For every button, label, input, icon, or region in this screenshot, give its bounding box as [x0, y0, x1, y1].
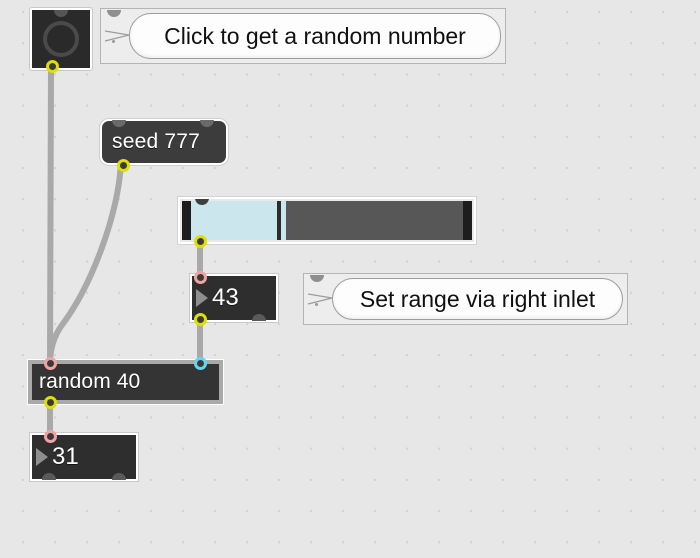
comment-right-anchor-dot: [315, 303, 318, 306]
message-seed-inlet-left[interactable]: [112, 120, 126, 127]
bang-ring-icon: [43, 21, 79, 57]
bang-inlet[interactable]: [54, 10, 68, 17]
comment-set-range-via-right-inlet[interactable]: Set range via right inlet: [303, 273, 628, 325]
number-box-output-left-nub: [42, 473, 56, 480]
slider-outlet[interactable]: [194, 235, 207, 248]
object-random-inlet-right[interactable]: [194, 357, 207, 370]
message-seed-text: seed 777: [112, 130, 201, 153]
number-box-output-inlet[interactable]: [44, 430, 57, 443]
bang-outlet[interactable]: [46, 60, 59, 73]
number-box-output-right-nub: [112, 473, 126, 480]
bang-button[interactable]: [30, 8, 92, 73]
cord-bang-to-random: [47, 65, 54, 367]
number-box-triangle-icon: [196, 289, 208, 307]
horizontal-slider[interactable]: [178, 197, 476, 244]
slider-track-unfilled: [286, 201, 472, 240]
cord-seed-to-random: [47, 160, 124, 367]
number-box-output-triangle-icon: [36, 448, 48, 466]
comment-anchor-dot: [112, 40, 115, 43]
slider-inlet[interactable]: [195, 199, 209, 205]
message-seed[interactable]: seed 777: [100, 119, 228, 172]
slider-right-cap: [463, 201, 472, 240]
slider-knob[interactable]: [277, 201, 281, 240]
number-box-output[interactable]: 31: [30, 433, 138, 481]
number-box-range-outlet[interactable]: [194, 313, 207, 326]
number-box-output-value: 31: [52, 443, 79, 470]
object-random-outlet[interactable]: [44, 396, 57, 409]
number-box-range-inlet[interactable]: [194, 271, 207, 284]
message-seed-outlet[interactable]: [117, 159, 130, 172]
message-seed-inlet-right[interactable]: [200, 120, 214, 127]
comment-text: Click to get a random number: [164, 22, 466, 49]
comment-right-text: Set range via right inlet: [359, 285, 596, 312]
object-random-inlet-left[interactable]: [44, 357, 57, 370]
number-box-range-value: 43: [212, 284, 239, 311]
comment-right-bubble: Set range via right inlet: [332, 278, 623, 320]
number-box-range-outlet-nub: [252, 314, 266, 321]
comment-inlet-nub: [107, 10, 121, 17]
object-random[interactable]: random 40: [28, 360, 223, 404]
comment-click-to-get-random[interactable]: Click to get a random number: [100, 8, 506, 64]
object-random-text: random 40: [39, 370, 141, 393]
comment-right-inlet-nub: [310, 275, 324, 282]
comment-bubble: Click to get a random number: [129, 13, 501, 59]
slider-left-cap: [182, 201, 191, 240]
